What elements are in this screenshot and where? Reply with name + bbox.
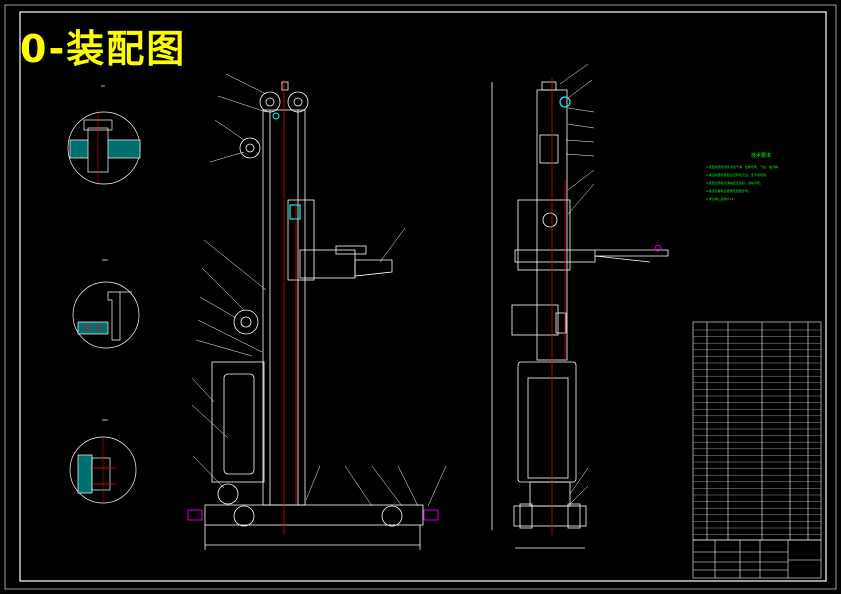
technical-notes-title: 技术要求: [750, 153, 771, 159]
parts-list-rows: [693, 329, 821, 535]
technical-note-line: 1.装配前所有零件清洗干净，去除毛刺、飞边、油污等。: [706, 165, 781, 169]
title-block: [692, 539, 822, 579]
technical-notes: 技术要求 1.装配前所有零件清洗干净，去除毛刺、飞边、油污等。 2.各运动部件装…: [706, 152, 816, 203]
drawing-title: 0-装配图: [20, 27, 187, 71]
front-view: [187, 81, 439, 550]
detail-view-a: [67, 85, 141, 185]
side-view-centerlines: [551, 78, 566, 535]
side-view-leaders: [559, 63, 595, 505]
technical-note-line: 4.各连接螺栓应按规定扭矩拧紧。: [706, 189, 751, 193]
side-view: [491, 81, 669, 549]
technical-note-line: 2.各运动部件装配后应转动灵活，无卡滞现象。: [706, 173, 769, 177]
technical-note-line: 5.未注明公差按IT14。: [706, 197, 737, 201]
front-view-leaders: [191, 73, 447, 507]
drawing-frame: [4, 4, 837, 590]
technical-note-line: 3.装配后导轨与滑块配合良好，运动平稳。: [706, 181, 763, 185]
front-view-centerlines: [283, 80, 297, 535]
parts-list-table: [692, 321, 822, 541]
detail-view-b: [72, 259, 140, 349]
detail-view-c: [69, 419, 137, 505]
